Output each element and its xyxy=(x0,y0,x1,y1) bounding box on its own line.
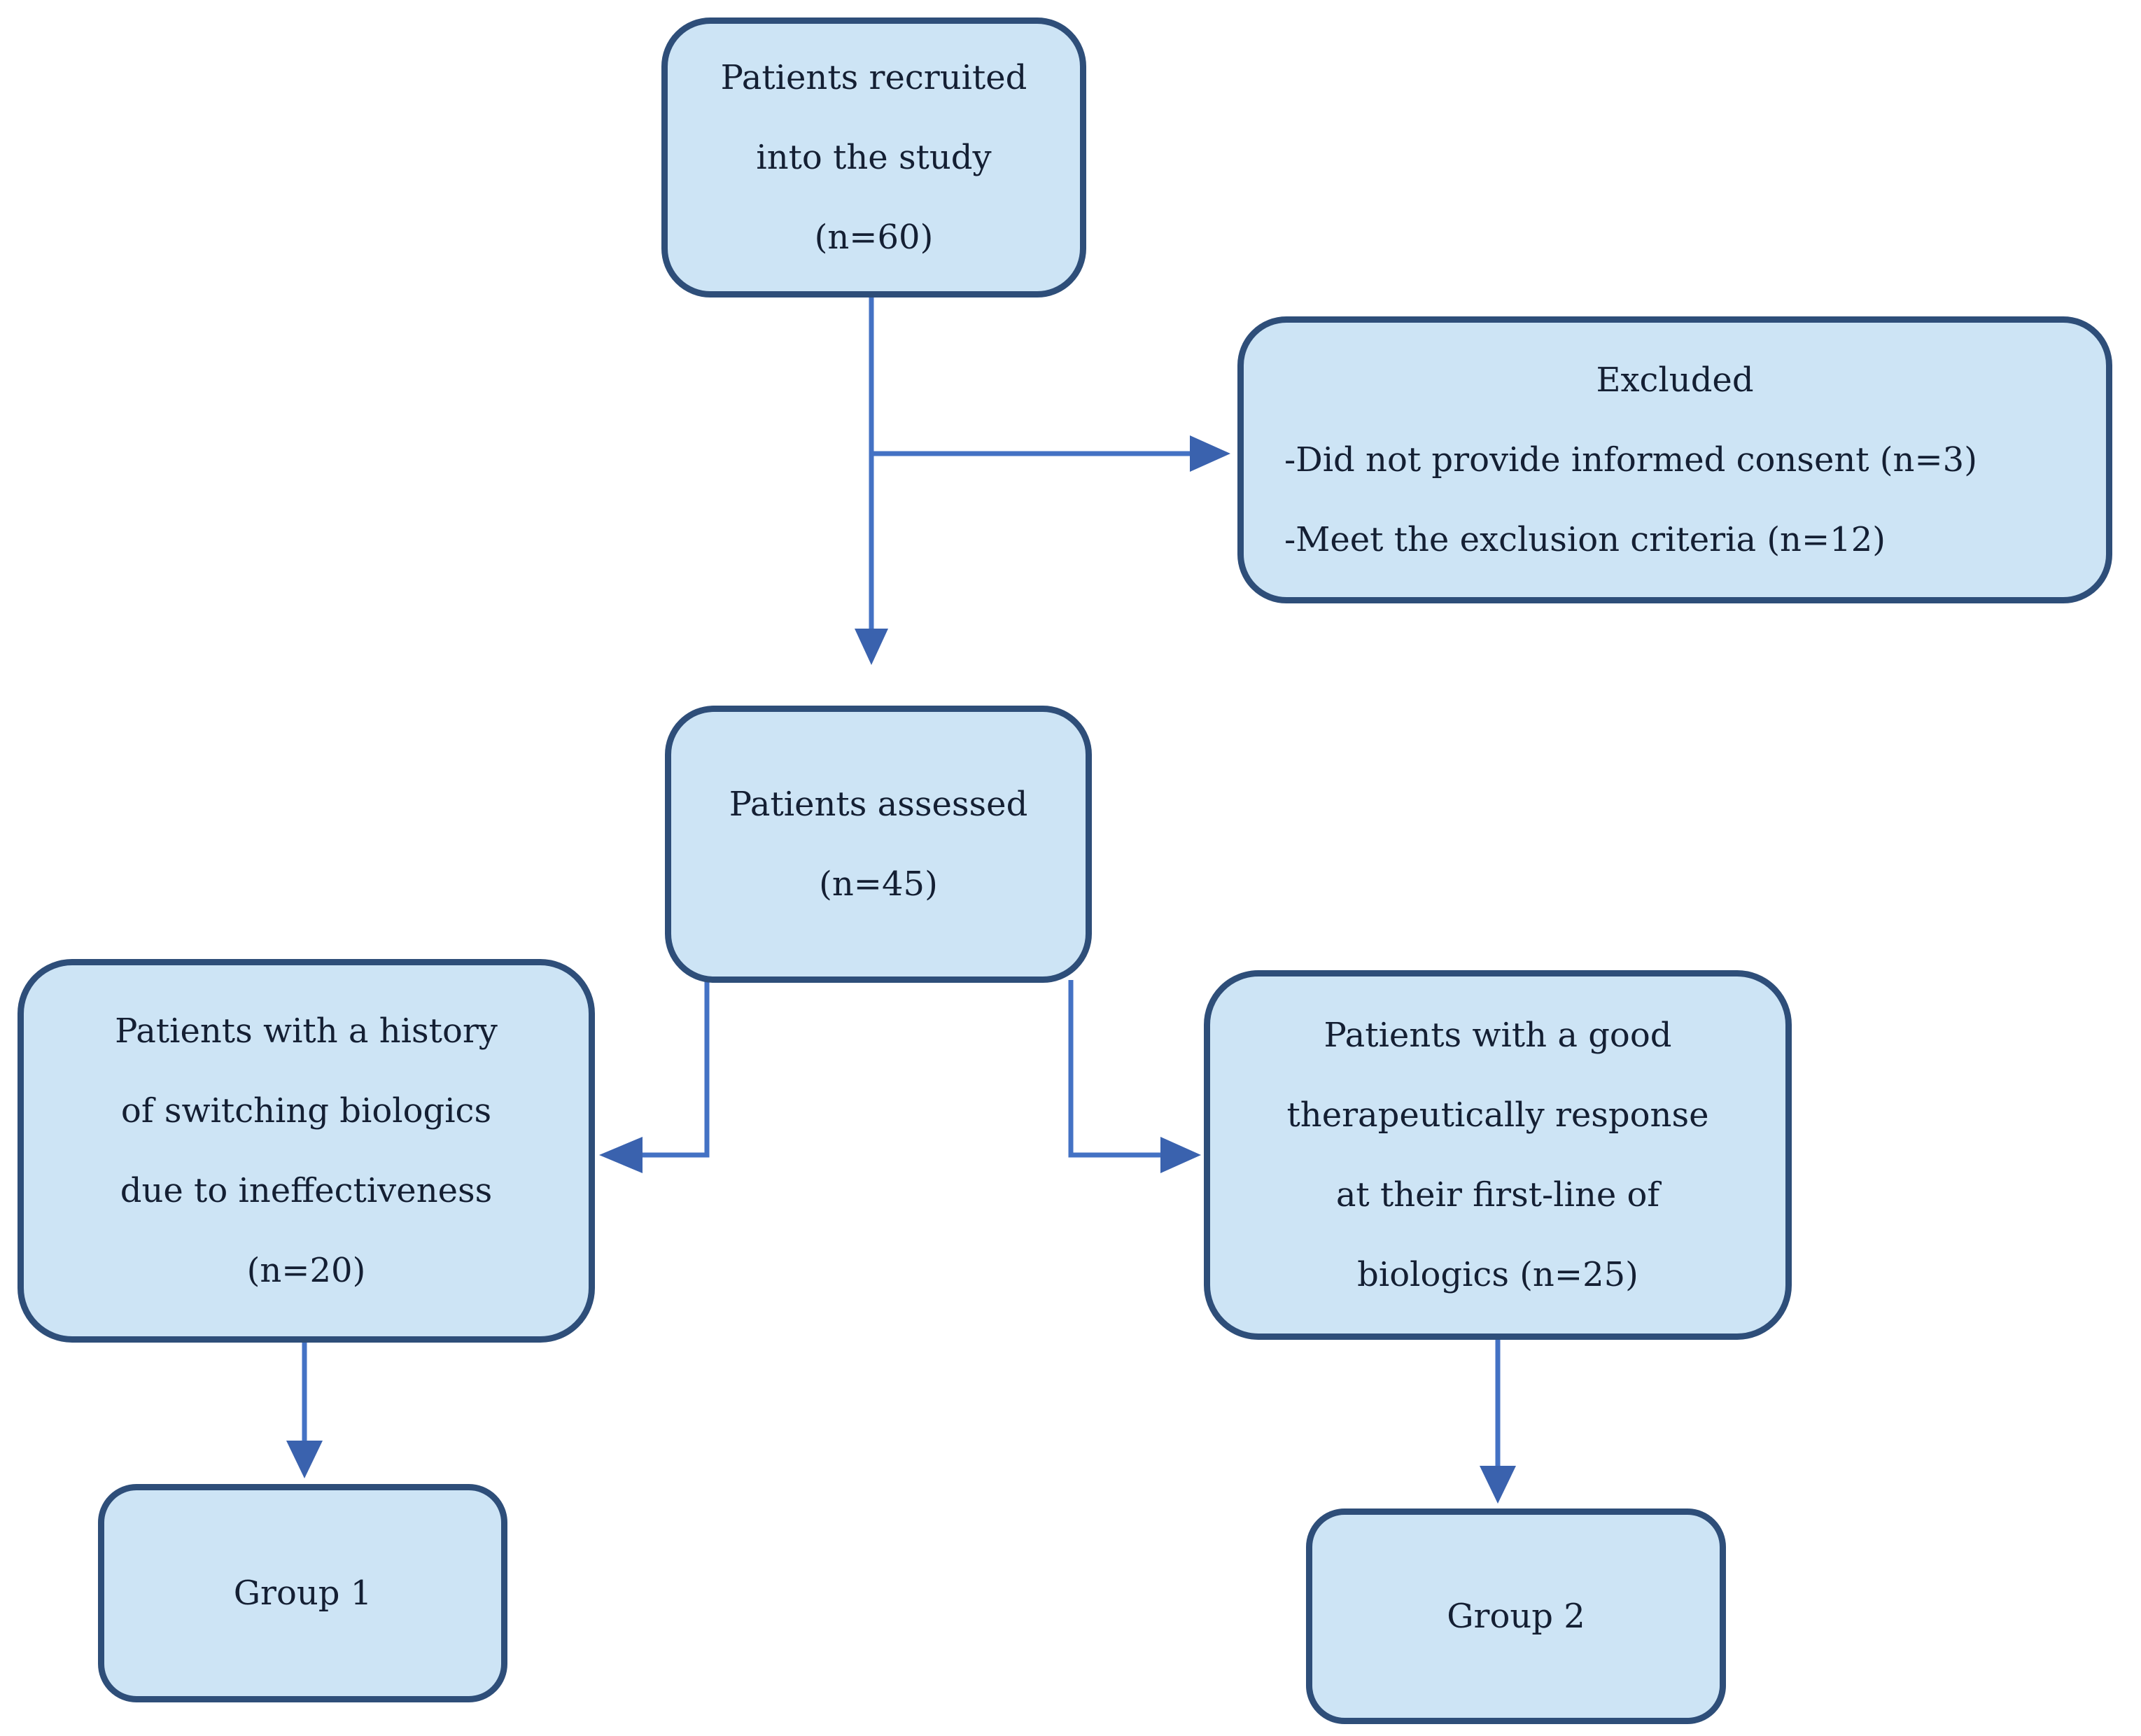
node-text-line: (n=60) xyxy=(814,218,934,257)
arrowhead-down-icon xyxy=(1480,1466,1516,1504)
node-patients-recruited: Patients recruited into the study (n=60) xyxy=(661,18,1086,298)
node-text-line: therapeutically response xyxy=(1286,1096,1709,1135)
node-title: Excluded xyxy=(1596,360,1754,400)
node-text-line: at their first-line of xyxy=(1335,1175,1660,1214)
excluded-reason: -Meet the exclusion criteria (n=12) xyxy=(1284,520,1886,559)
arrow-recruited-to-excluded xyxy=(871,435,1230,472)
arrow-line xyxy=(641,980,710,1158)
arrow-line xyxy=(1068,980,1162,1158)
node-text-line: Patients recruited xyxy=(720,58,1027,97)
arrowhead-right-icon xyxy=(1160,1137,1201,1173)
node-text-line: biologics (n=25) xyxy=(1357,1255,1638,1294)
node-text-line: of switching biologics xyxy=(120,1091,492,1130)
node-group-2: Group 2 xyxy=(1306,1508,1726,1724)
node-group-1: Group 1 xyxy=(98,1484,507,1702)
arrow-switch-history-to-group1 xyxy=(286,1341,323,1478)
arrowhead-down-icon xyxy=(286,1441,323,1478)
arrowhead-left-icon xyxy=(599,1137,643,1173)
excluded-reason: -Did not provide informed consent (n=3) xyxy=(1284,440,1977,479)
arrow-recruited-to-assessed xyxy=(855,294,888,665)
node-text-line: into the study xyxy=(756,138,992,177)
node-text-line: (n=45) xyxy=(819,864,938,904)
node-good-response: Patients with a good therapeutically res… xyxy=(1204,970,1792,1340)
arrow-good-response-to-group2 xyxy=(1480,1338,1516,1504)
node-patients-assessed: Patients assessed (n=45) xyxy=(665,706,1092,983)
arrowhead-down-icon xyxy=(855,629,888,665)
node-text-line: Patients with a good xyxy=(1324,1016,1672,1055)
node-text-line: due to ineffectiveness xyxy=(120,1171,493,1210)
node-excluded: Excluded -Did not provide informed conse… xyxy=(1237,316,2112,603)
node-text-line: Patients assessed xyxy=(729,785,1028,824)
node-text-line: (n=20) xyxy=(246,1251,366,1290)
node-text-line: Group 2 xyxy=(1447,1597,1585,1636)
node-text-line: Patients with a history xyxy=(115,1011,498,1051)
arrow-assessed-to-good-response xyxy=(1068,980,1201,1173)
arrowhead-right-icon xyxy=(1190,435,1230,472)
node-switch-history: Patients with a history of switching bio… xyxy=(17,959,595,1343)
arrow-assessed-to-switch-history xyxy=(599,980,710,1173)
node-text-line: Group 1 xyxy=(233,1574,372,1613)
